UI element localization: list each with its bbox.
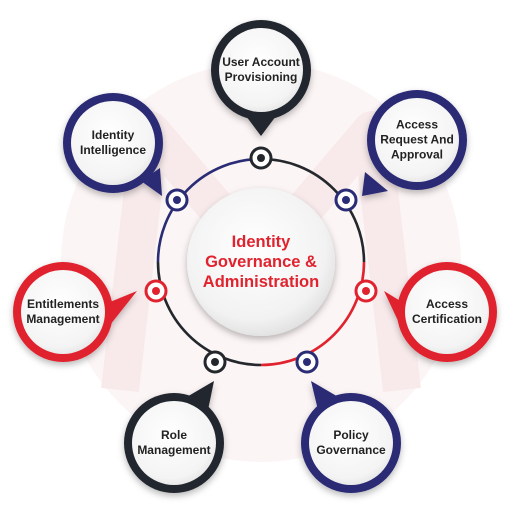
node-label-line: Governance bbox=[316, 443, 386, 457]
ring-connector-dot-center bbox=[152, 287, 160, 295]
node-label-line: Access bbox=[395, 117, 439, 132]
ring-connector-dot-center bbox=[211, 358, 219, 366]
node-face bbox=[71, 101, 155, 185]
ring-connector-dot-center bbox=[362, 287, 370, 295]
center-title: Identity Governance & Administration bbox=[181, 232, 341, 292]
node-label-line: Certification bbox=[411, 312, 482, 326]
ring-connector-dot-center bbox=[173, 196, 181, 204]
center-title-line-2: Governance & bbox=[205, 253, 317, 271]
ring-connector-dot-center bbox=[342, 196, 350, 204]
ring-connector-dot-center bbox=[303, 358, 311, 366]
node-label-line: Access bbox=[425, 297, 469, 311]
node-label-line: Policy bbox=[333, 428, 369, 442]
node-label-line: Intelligence bbox=[79, 143, 147, 157]
node-pointer bbox=[362, 172, 388, 196]
node-pointer bbox=[141, 168, 162, 196]
node-label-line: User Account bbox=[222, 55, 300, 69]
node-pointer bbox=[110, 291, 137, 325]
node-face bbox=[21, 270, 105, 354]
ring-connector-dot-center bbox=[257, 154, 265, 162]
node-face bbox=[405, 270, 489, 354]
node-label-line: Provisioning bbox=[224, 70, 298, 84]
node-face bbox=[309, 401, 393, 485]
node-pointer bbox=[311, 381, 340, 410]
node-label-line: Approval bbox=[390, 147, 443, 162]
node-label-line: Request And bbox=[380, 132, 454, 147]
center-circle bbox=[187, 188, 335, 336]
node-face bbox=[132, 401, 216, 485]
node-face bbox=[219, 28, 303, 112]
node-label-line: Entitlements bbox=[26, 297, 99, 311]
node-label-line: Identity bbox=[91, 128, 135, 142]
node-pointer bbox=[185, 381, 214, 410]
node-face bbox=[375, 98, 459, 182]
node-label-line: Management bbox=[26, 312, 100, 326]
node-label-line: Management bbox=[137, 443, 211, 457]
center-title-line-3: Administration bbox=[202, 273, 320, 291]
node-label-line: Role bbox=[160, 428, 187, 442]
center-title-line-1: Identity bbox=[231, 233, 291, 251]
